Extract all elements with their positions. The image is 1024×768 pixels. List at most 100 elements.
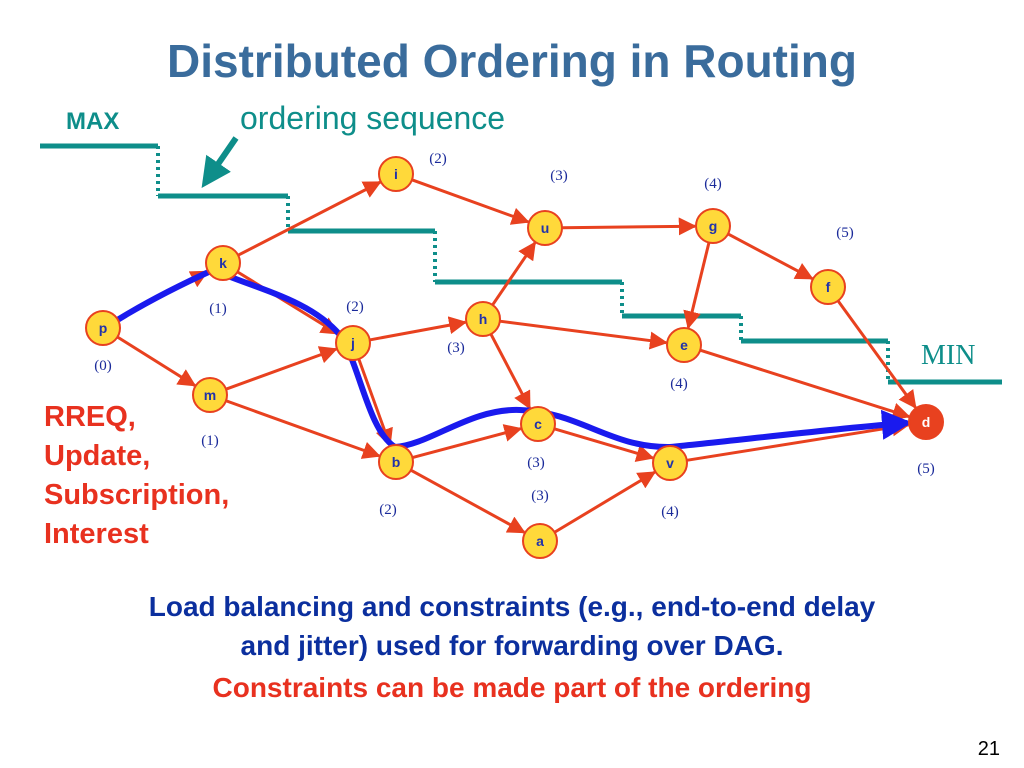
- ordering-staircase: [40, 136, 1002, 385]
- edge-h-e: [499, 319, 668, 350]
- edge-h-c: [489, 333, 531, 410]
- order-label-i: (2): [429, 151, 447, 167]
- node-v: v: [652, 445, 688, 481]
- order-label-a: (3): [531, 488, 549, 504]
- node-label-v: v: [666, 455, 674, 471]
- edge-g-e: [683, 242, 711, 330]
- edge-m-j: [225, 346, 338, 391]
- node-label-c: c: [534, 416, 542, 432]
- node-a: a: [522, 523, 558, 559]
- node-circle-i: [378, 156, 414, 192]
- order-label-f: (5): [836, 225, 854, 241]
- node-circle-c: [520, 406, 556, 442]
- node-circle-b: [378, 444, 414, 480]
- node-circle-m: [192, 377, 228, 413]
- edge-b-c: [412, 424, 523, 460]
- order-label-b: (2): [379, 502, 397, 518]
- node-label-u: u: [541, 220, 550, 236]
- node-e: e: [666, 327, 702, 363]
- order-label-v: (4): [661, 504, 679, 520]
- node-circle-u: [527, 210, 563, 246]
- max-label: MAX: [66, 108, 120, 135]
- slide-title: Distributed Ordering in Routing: [167, 35, 857, 87]
- node-label-g: g: [709, 218, 718, 234]
- node-circle-a: [522, 523, 558, 559]
- order-label-j: (2): [346, 299, 364, 315]
- order-label-layer: (0) (1) (1) (2) (2) (2) (3) (3) (3) (3) (4) (4) (4) (…: [94, 151, 935, 520]
- order-label-c: (3): [527, 455, 545, 471]
- node-circle-h: [465, 301, 501, 337]
- edge-p-m: [116, 335, 197, 387]
- edge-e-d: [699, 348, 911, 421]
- note-line-rreq: RREQ,: [44, 401, 136, 433]
- edge-f-d: [836, 299, 917, 409]
- order-label-e: (4): [670, 376, 688, 392]
- edge-v-d: [686, 418, 911, 462]
- node-circle-v: [652, 445, 688, 481]
- node-j: j: [335, 325, 371, 361]
- edge-i-u: [411, 178, 530, 225]
- node-label-j: j: [350, 335, 355, 351]
- node-label-a: a: [536, 533, 544, 549]
- order-label-m: (1): [201, 433, 219, 449]
- node-b: b: [378, 444, 414, 480]
- node-layer: p k m i j b u h c a g e v f d: [85, 156, 944, 559]
- caption-line-3: Constraints can be made part of the orde…: [212, 672, 812, 703]
- order-label-g: (4): [704, 176, 722, 192]
- node-circle-d: [908, 404, 944, 440]
- node-u: u: [527, 210, 563, 246]
- min-label: MIN: [921, 340, 976, 371]
- caption-line-2: and jitter) used for forwarding over DAG…: [240, 630, 784, 661]
- node-f: f: [810, 269, 846, 305]
- node-c: c: [520, 406, 556, 442]
- edge-m-b: [225, 399, 381, 459]
- note-line-update: Update,: [44, 440, 151, 472]
- node-k: k: [205, 245, 241, 281]
- page-number: 21: [977, 738, 1000, 760]
- node-label-f: f: [826, 279, 831, 295]
- message-types-note: RREQ, Update, Subscription, Interest: [44, 398, 229, 554]
- edge-a-v: [553, 470, 657, 534]
- caption-line-1: Load balancing and constraints (e.g., en…: [148, 591, 876, 622]
- order-label-k: (1): [209, 301, 227, 317]
- edge-g-f: [727, 232, 814, 280]
- edge-c-v: [553, 427, 655, 462]
- note-line-subscription: Subscription,: [44, 479, 230, 511]
- node-label-p: p: [99, 320, 108, 336]
- edge-h-u: [491, 241, 537, 306]
- node-circle-e: [666, 327, 702, 363]
- node-label-m: m: [204, 387, 216, 403]
- node-h: h: [465, 301, 501, 337]
- node-circle-f: [810, 269, 846, 305]
- order-label-p: (0): [94, 358, 112, 374]
- order-label-u: (3): [550, 168, 568, 184]
- edge-j-h: [369, 316, 468, 342]
- order-label-d: (5): [917, 461, 935, 477]
- node-p: p: [85, 310, 121, 346]
- node-label-d: d: [922, 414, 931, 430]
- node-label-e: e: [680, 337, 688, 353]
- node-d: d: [908, 404, 944, 440]
- node-g: g: [695, 208, 731, 244]
- node-label-b: b: [392, 454, 401, 470]
- node-i: i: [378, 156, 414, 192]
- edge-layer: [116, 178, 917, 534]
- edge-k-i: [237, 180, 382, 257]
- edge-u-g: [561, 217, 697, 236]
- node-circle-j: [335, 325, 371, 361]
- node-label-k: k: [219, 255, 227, 271]
- ordering-sequence-label: ordering sequence: [240, 100, 506, 136]
- order-label-h: (3): [447, 340, 465, 356]
- node-circle-k: [205, 245, 241, 281]
- edge-j-b: [357, 358, 393, 447]
- node-circle-g: [695, 208, 731, 244]
- edge-k-j: [236, 270, 340, 335]
- node-circle-p: [85, 310, 121, 346]
- note-line-interest: Interest: [44, 518, 149, 550]
- node-m: m: [192, 377, 228, 413]
- edge-b-a: [410, 468, 526, 534]
- node-label-i: i: [394, 166, 398, 182]
- node-label-h: h: [479, 311, 488, 327]
- ordering-sequence-pointer-arrow: [201, 136, 239, 188]
